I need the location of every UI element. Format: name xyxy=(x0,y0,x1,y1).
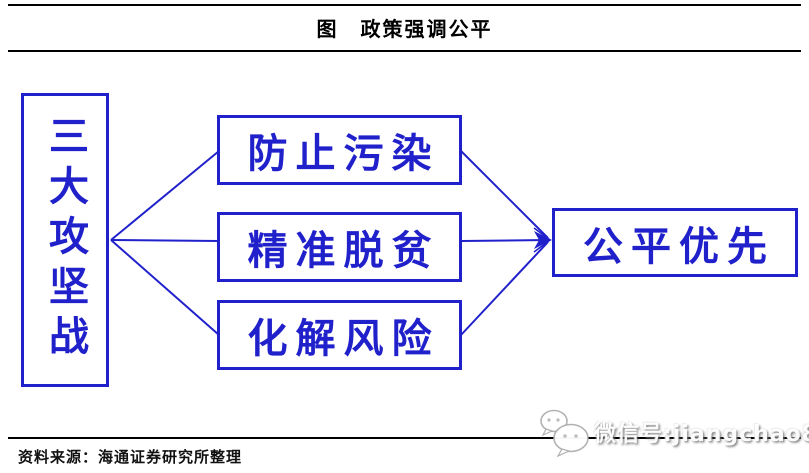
diagram-node-branch-risk: 化解风险 xyxy=(217,300,462,370)
diagram-node-result: 公平优先 xyxy=(552,208,798,277)
branch-node-label: 精准脱贫 xyxy=(247,227,440,274)
branch-node-label: 防止污染 xyxy=(247,130,440,177)
source-note: 资料来源：海通证券研究所整理 xyxy=(18,448,243,466)
branch-node-label: 化解风险 xyxy=(247,315,440,362)
top-rule xyxy=(8,4,801,6)
diagram-node-root: 三大攻坚战 xyxy=(21,93,109,387)
wechat-icon xyxy=(540,409,589,457)
diagram-node-branch-pollution: 防止污染 xyxy=(217,115,462,185)
watermark-text: 微信号:jiangchao8848 xyxy=(594,422,809,447)
figure-title: 图 政策强调公平 xyxy=(316,17,493,41)
arrowhead-icon xyxy=(534,231,552,249)
footer-rule xyxy=(8,437,801,439)
result-node-label: 公平优先 xyxy=(583,222,775,270)
title-underline-rule xyxy=(8,50,801,52)
diagram-node-branch-poverty: 精准脱贫 xyxy=(217,212,462,282)
root-node-label: 三大攻坚战 xyxy=(42,115,89,365)
watermark: 微信号:jiangchao8848 xyxy=(536,406,809,458)
